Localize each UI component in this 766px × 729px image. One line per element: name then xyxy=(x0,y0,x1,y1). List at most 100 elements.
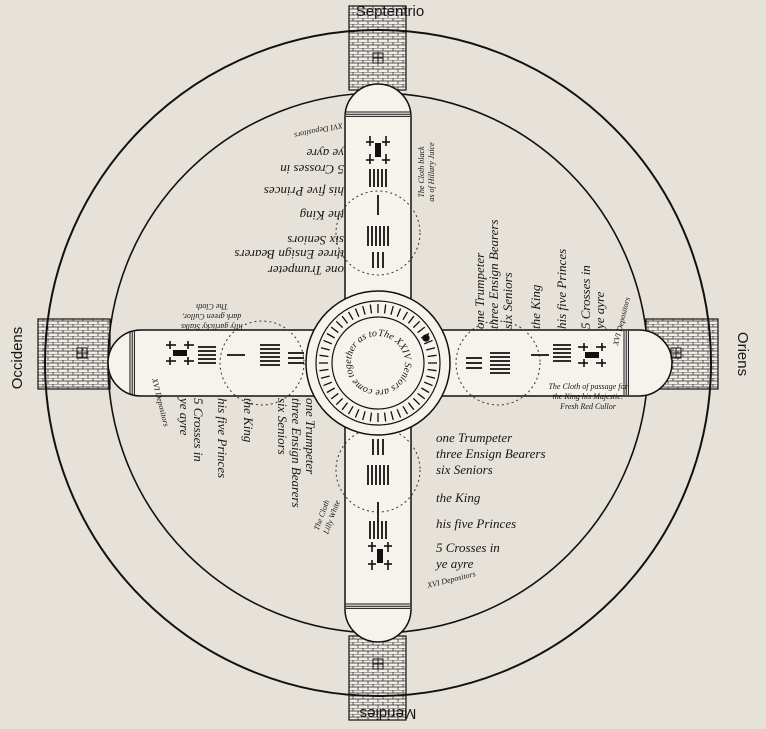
west-trumpeter-bars xyxy=(288,352,304,364)
label-east: Oriens xyxy=(734,332,751,376)
ring-tick xyxy=(396,408,402,418)
ring-dot xyxy=(422,334,430,342)
ring-tick xyxy=(354,308,360,318)
dotted-circle-east xyxy=(455,320,541,406)
ring-tick xyxy=(420,387,430,394)
north-depositors: XVI Depositors xyxy=(293,121,344,140)
west-cloth-1: The Cloth xyxy=(196,302,228,311)
west-cloth-band xyxy=(129,331,135,395)
ring-tick xyxy=(341,315,349,324)
ring-tick xyxy=(319,368,329,372)
north-cloth-1: The Cloth black xyxy=(417,146,426,198)
ring-tick xyxy=(383,412,387,422)
east-line-2: three Ensign Bearers xyxy=(486,219,501,329)
center-inner-circle xyxy=(331,316,425,410)
north-line-1: one Trumpeter xyxy=(267,263,344,278)
east-princes-bars xyxy=(553,344,571,362)
north-brick xyxy=(348,5,407,91)
label-west: Occidens xyxy=(9,327,26,390)
north-cloth-band xyxy=(346,111,410,117)
ring-tick xyxy=(369,304,373,314)
south-cloth-band xyxy=(346,603,410,609)
west-princes-bars xyxy=(198,346,216,364)
ring-tick xyxy=(362,411,366,421)
east-cloth-band xyxy=(623,331,629,395)
label-south: Meridies xyxy=(360,705,417,722)
south-line-5: his five Princes xyxy=(436,516,516,531)
west-line-3: six Seniors xyxy=(275,398,290,455)
north-line-5: his five Princes xyxy=(264,184,344,199)
south-text-group: one Trumpeter three Ensign Bearers six S… xyxy=(312,430,546,590)
east-line-5: his five Princes xyxy=(554,249,569,329)
south-line-2: three Ensign Bearers xyxy=(436,446,546,461)
ring-tick xyxy=(412,320,421,329)
ring-tick xyxy=(369,412,373,422)
ring-tick xyxy=(407,315,415,324)
east-cloth-1: The Cloth of passage for xyxy=(548,382,628,391)
east-arm xyxy=(409,329,673,397)
label-north: Septentrio xyxy=(356,3,424,20)
ring-tick xyxy=(426,375,436,379)
ring-tick xyxy=(396,308,402,318)
south-princes-bars xyxy=(369,521,387,539)
west-line-4: the King xyxy=(241,398,256,443)
south-senior-bars xyxy=(367,465,389,485)
east-cloth-2: the King his Majestie: xyxy=(553,392,624,401)
ring-tick xyxy=(417,326,426,334)
south-line-1: one Trumpeter xyxy=(436,430,513,445)
ring-tick xyxy=(362,305,366,315)
ring-tick xyxy=(347,405,354,415)
ring-tick xyxy=(330,326,339,334)
west-arm xyxy=(107,329,347,397)
north-trumpeter-bars xyxy=(372,252,384,268)
ring-tick xyxy=(390,305,394,315)
south-trumpeter-bars xyxy=(372,439,384,455)
east-line-3: six Seniors xyxy=(500,272,515,329)
west-line-6: 5 Crosses in xyxy=(191,398,206,462)
ring-tick xyxy=(412,397,421,406)
north-line-7: ye ayre xyxy=(306,146,346,161)
ring-tick xyxy=(335,320,344,329)
west-line-7: ye ayre xyxy=(177,396,192,436)
west-senior-bars xyxy=(260,344,280,366)
center-ring xyxy=(315,300,441,426)
north-line-4: the King xyxy=(299,208,344,223)
ring-tick xyxy=(320,375,330,379)
ring-tick xyxy=(335,397,344,406)
east-line-1: one Trumpeter xyxy=(472,252,487,329)
ring-tick xyxy=(341,402,349,411)
north-senior-bars xyxy=(367,226,389,246)
west-cloth-2: dark green Cullor, xyxy=(183,312,242,321)
east-line-4: the King xyxy=(528,284,543,329)
ring-tick xyxy=(402,311,409,321)
ring-tick xyxy=(426,347,436,351)
north-line-6: 5 Crosses in xyxy=(280,162,344,177)
dotted-circle-north xyxy=(335,190,421,276)
south-brick xyxy=(348,635,407,721)
east-senior-bars xyxy=(490,352,510,374)
ring-tick xyxy=(326,332,336,339)
ring-tick xyxy=(407,402,415,411)
west-crosses-icon xyxy=(166,341,194,365)
south-line-3: six Seniors xyxy=(436,462,493,477)
east-line-7: ye ayre xyxy=(592,291,607,331)
east-line-6: 5 Crosses in xyxy=(578,265,593,329)
ring-tick xyxy=(319,354,329,358)
ring-tick xyxy=(423,339,433,345)
west-text-group: one Trumpeter three Ensign Bearers six S… xyxy=(150,302,318,508)
ring-tick xyxy=(423,381,433,387)
ring-tick xyxy=(383,304,387,314)
east-crosses-icon xyxy=(578,343,606,367)
ring-tick xyxy=(323,381,333,387)
east-trumpeter-bars xyxy=(466,357,482,369)
north-cloth-2: as of Hillary Juice xyxy=(427,142,436,202)
south-depositors: XVI Depositors xyxy=(425,569,476,590)
north-princes-bars xyxy=(369,169,387,187)
ring-tick xyxy=(326,387,336,394)
ring-tick xyxy=(320,347,330,351)
west-line-2: three Ensign Bearers xyxy=(289,398,304,508)
north-crosses-icon xyxy=(366,136,390,164)
west-cloth-3: lilly garlicky Stalks xyxy=(181,322,243,331)
